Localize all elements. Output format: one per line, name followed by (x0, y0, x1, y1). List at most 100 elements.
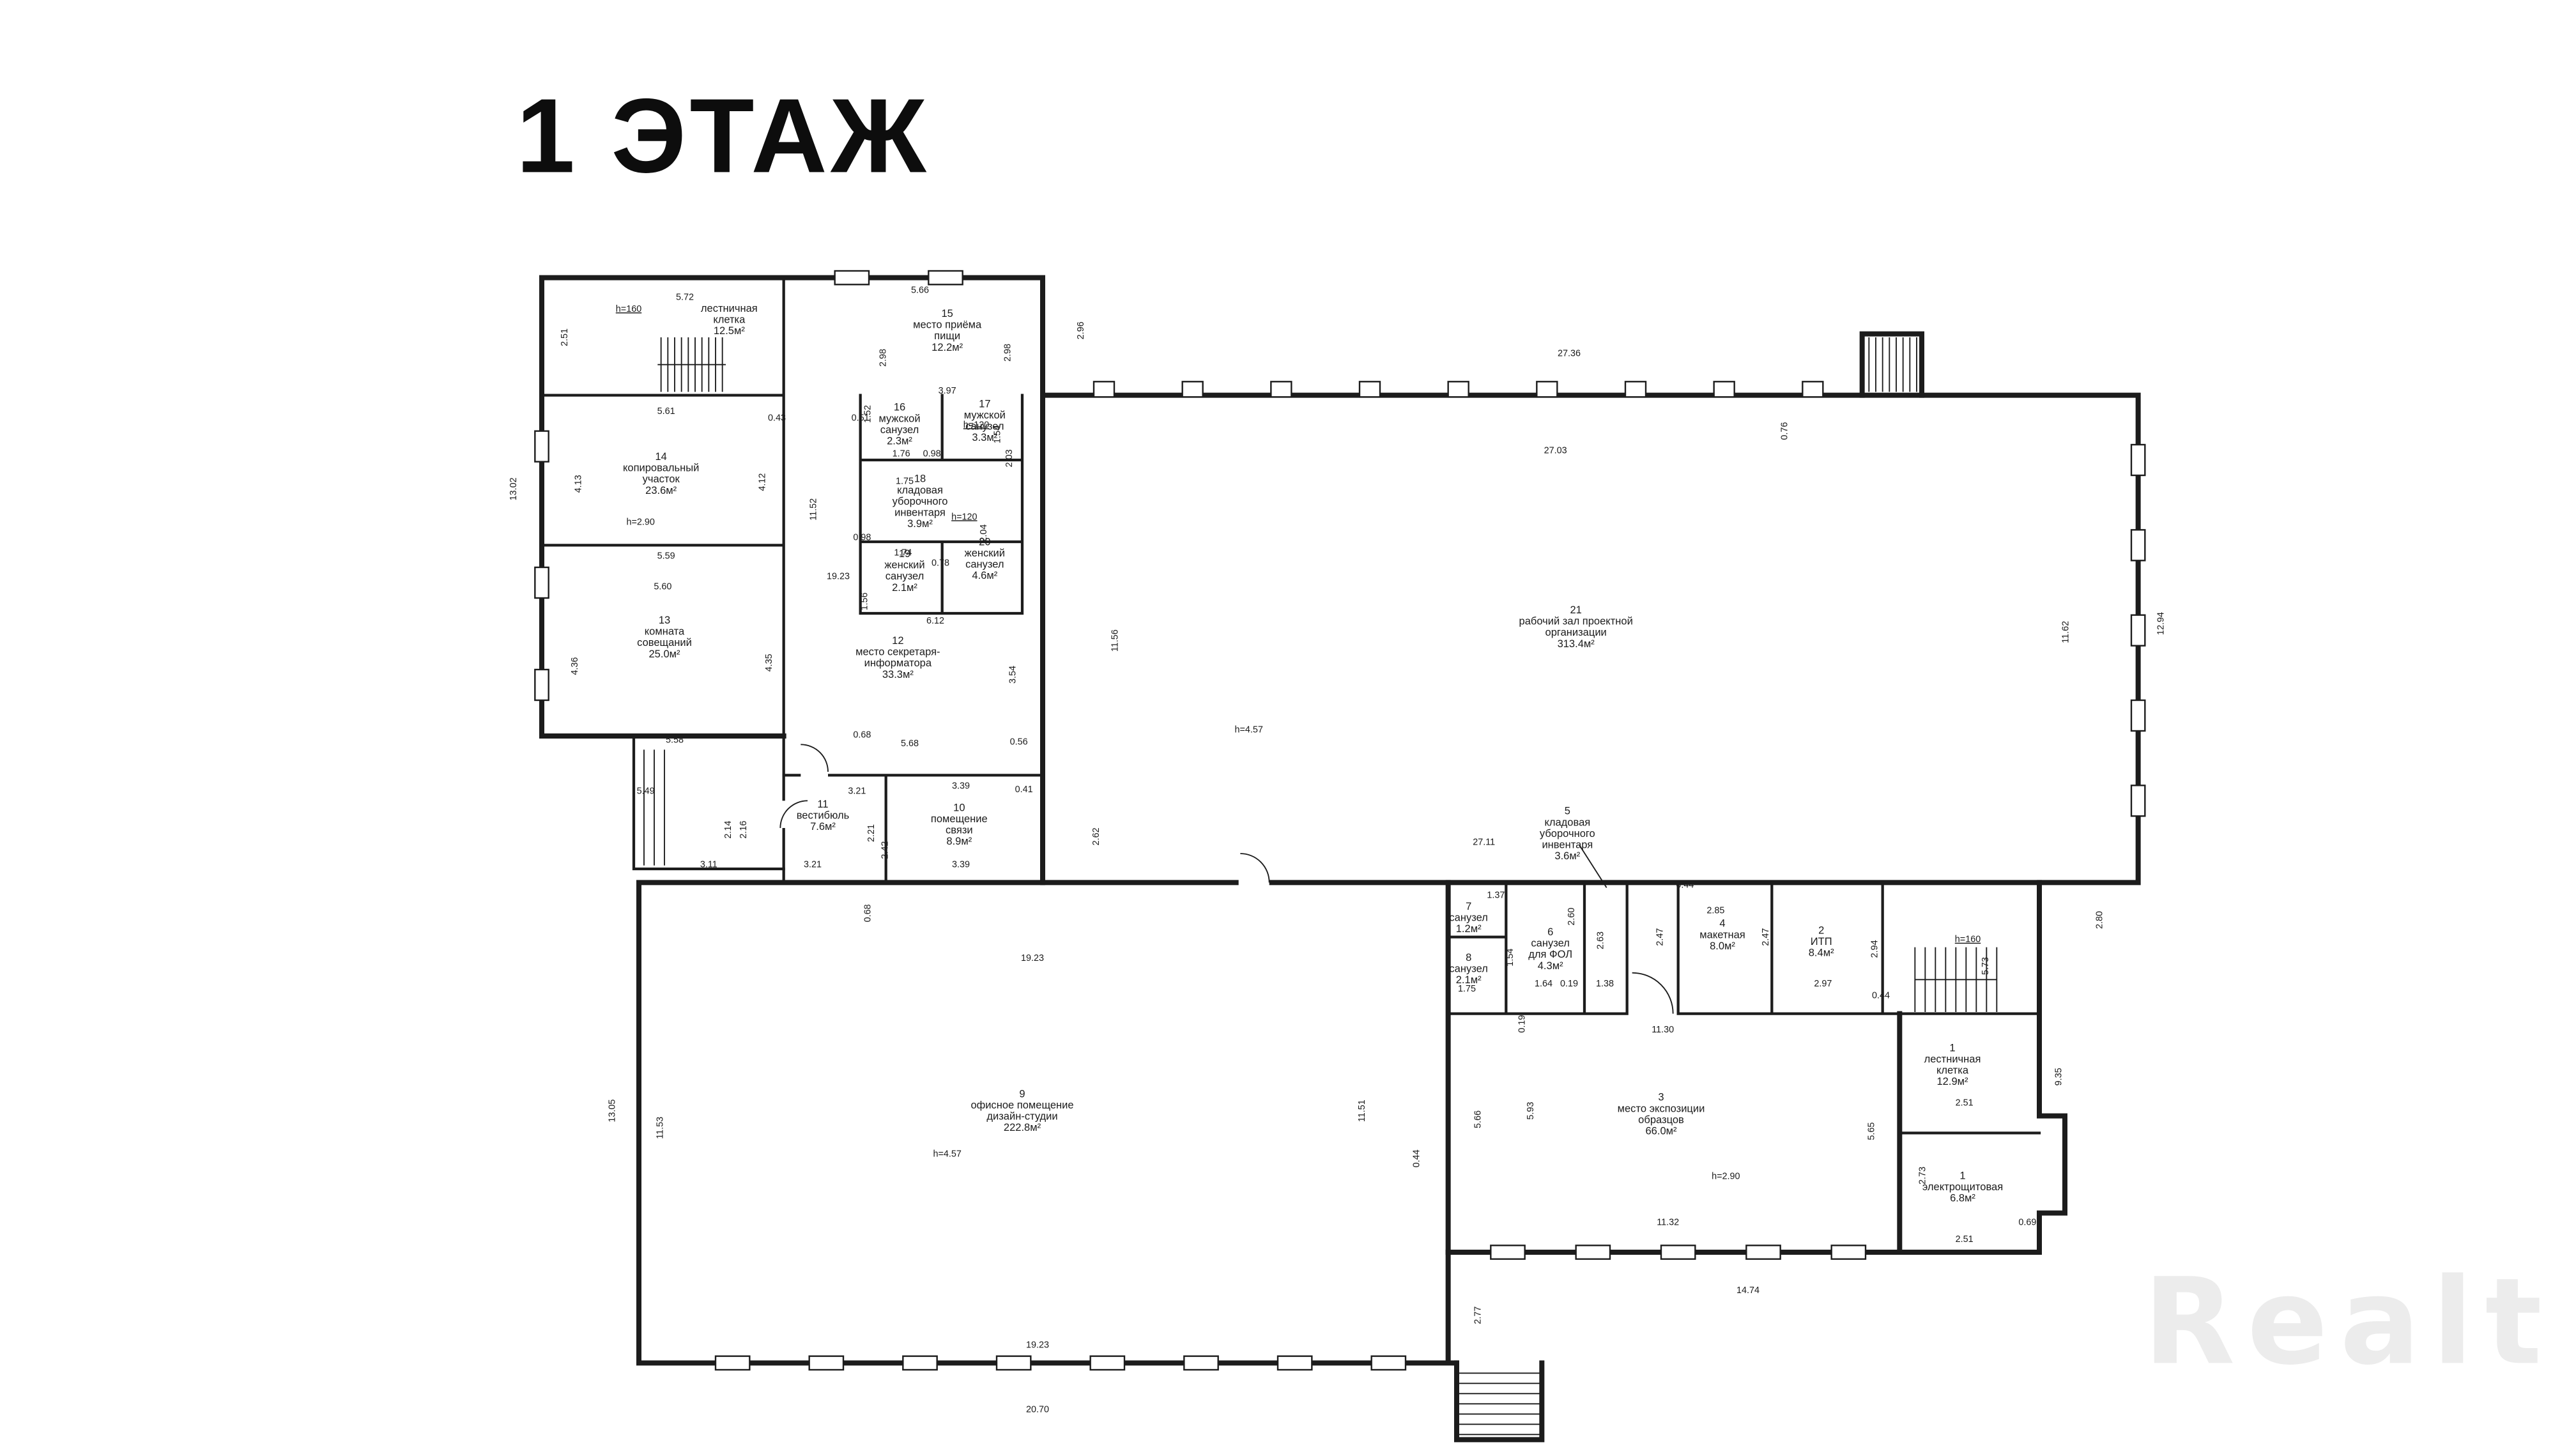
dimension-label: 2.98 (1002, 344, 1013, 362)
dimension-label: 3.21 (804, 859, 822, 870)
door-arc (1632, 972, 1674, 1014)
window-mark (1745, 1245, 1781, 1260)
dimension-label: 2.04 (979, 525, 989, 542)
dimension-label: 9.35 (2054, 1068, 2064, 1085)
dimension-label: 12.94 (2156, 612, 2166, 635)
height-label: h=120 (951, 512, 977, 522)
dimension-label: 1.52 (863, 405, 873, 423)
wall-outline-office-studio (636, 880, 1459, 1366)
dimension-label: 5.93 (1526, 1102, 1536, 1120)
window-mark (928, 270, 963, 286)
dimension-label: 1.64 (1535, 979, 1552, 989)
watermark-logo: Realt (2143, 1253, 2554, 1392)
dimension-label: 2.51 (1956, 1234, 1974, 1245)
dimension-label: 5.65 (1866, 1123, 1876, 1140)
dimension-label: 1.37 (1487, 890, 1505, 900)
door-arc (801, 744, 829, 772)
page-title: 1 ЭТАЖ (516, 77, 930, 195)
dimension-label: 5.66 (911, 286, 929, 296)
dimension-label: 2.85 (1706, 905, 1724, 916)
height-label: h=4.57 (1234, 725, 1262, 735)
height-label: h=2.90 (1712, 1171, 1740, 1181)
dimension-label: 2.96 (1076, 321, 1086, 339)
window-mark (1490, 1245, 1526, 1260)
dimension-label: 2.63 (1595, 931, 1606, 949)
wall-pier-mark (1802, 381, 1824, 398)
wall-pier-mark (1270, 381, 1292, 398)
walls-interior (540, 276, 2041, 1254)
dimension-label: 27.03 (1544, 445, 1567, 456)
window-mark (834, 270, 870, 286)
dimension-label: 5.61 (657, 406, 675, 417)
dimension-label: 19.23 (827, 572, 850, 582)
dimension-label: 2.42 (880, 841, 890, 859)
wall-pier-mark (1536, 381, 1558, 398)
dimension-label: 5.49 (637, 786, 655, 797)
dimension-label: 4.36 (570, 657, 580, 675)
dimension-label: 6.12 (926, 616, 944, 626)
dimension-label: 2.73 (1917, 1167, 1928, 1184)
dimension-label: 2.60 (1567, 908, 1577, 926)
dimension-label: 5.60 (654, 582, 671, 592)
dimension-label: 0.98 (853, 532, 871, 542)
dimension-label: 0.98 (923, 449, 941, 459)
dimension-label: 4.13 (573, 475, 583, 493)
window-mark (1276, 1355, 1313, 1371)
dimension-label: 1.75 (896, 476, 914, 486)
door-gap (1632, 1009, 1673, 1018)
dimension-label: 0.68 (863, 904, 873, 922)
wall-outline-right-block (1897, 880, 2067, 1255)
dimension-label: 0.51 (852, 413, 870, 424)
dimension-label: 0.19 (1560, 979, 1578, 989)
window-mark (534, 566, 549, 599)
window-mark (1830, 1245, 1867, 1260)
dimension-label: 1.38 (1596, 979, 1614, 989)
dimension-label: 3.21 (848, 786, 866, 797)
dimension-label: 3.11 (700, 859, 717, 870)
dimension-label: 0.78 (931, 558, 949, 568)
height-label: h=160 (616, 304, 641, 314)
dimension-label: 14.74 (1736, 1285, 1759, 1296)
window-mark (902, 1355, 938, 1371)
window-mark (808, 1355, 845, 1371)
dimension-label: 5.73 (1981, 957, 1991, 975)
dimension-label: 2.94 (1870, 940, 1880, 958)
partition-sanitary-cluster (859, 394, 1024, 615)
dimension-label: 11.56 (1110, 629, 1120, 652)
dimension-label: 2.47 (1761, 928, 1771, 946)
partition-middle-room-row (1446, 881, 1901, 1015)
dimension-label: 1.76 (893, 449, 910, 459)
door-gaps (779, 770, 1673, 1018)
dimension-label: 27.36 (1558, 348, 1581, 358)
window-mark (2130, 614, 2146, 647)
dimension-label: 2.98 (878, 349, 889, 367)
dimension-label: 5.68 (901, 739, 919, 749)
window-mark (534, 430, 549, 463)
dimension-label: 5.66 (1473, 1110, 1483, 1128)
window-mark (1089, 1355, 1126, 1371)
wall-pier-mark (1713, 381, 1735, 398)
dimension-label: 0.44 (1411, 1149, 1422, 1167)
dimension-label: 3.39 (952, 781, 970, 792)
door-gap (801, 770, 828, 779)
dimension-label: 2.21 (866, 824, 877, 842)
wall-outline-upper-left-block (539, 275, 1045, 739)
